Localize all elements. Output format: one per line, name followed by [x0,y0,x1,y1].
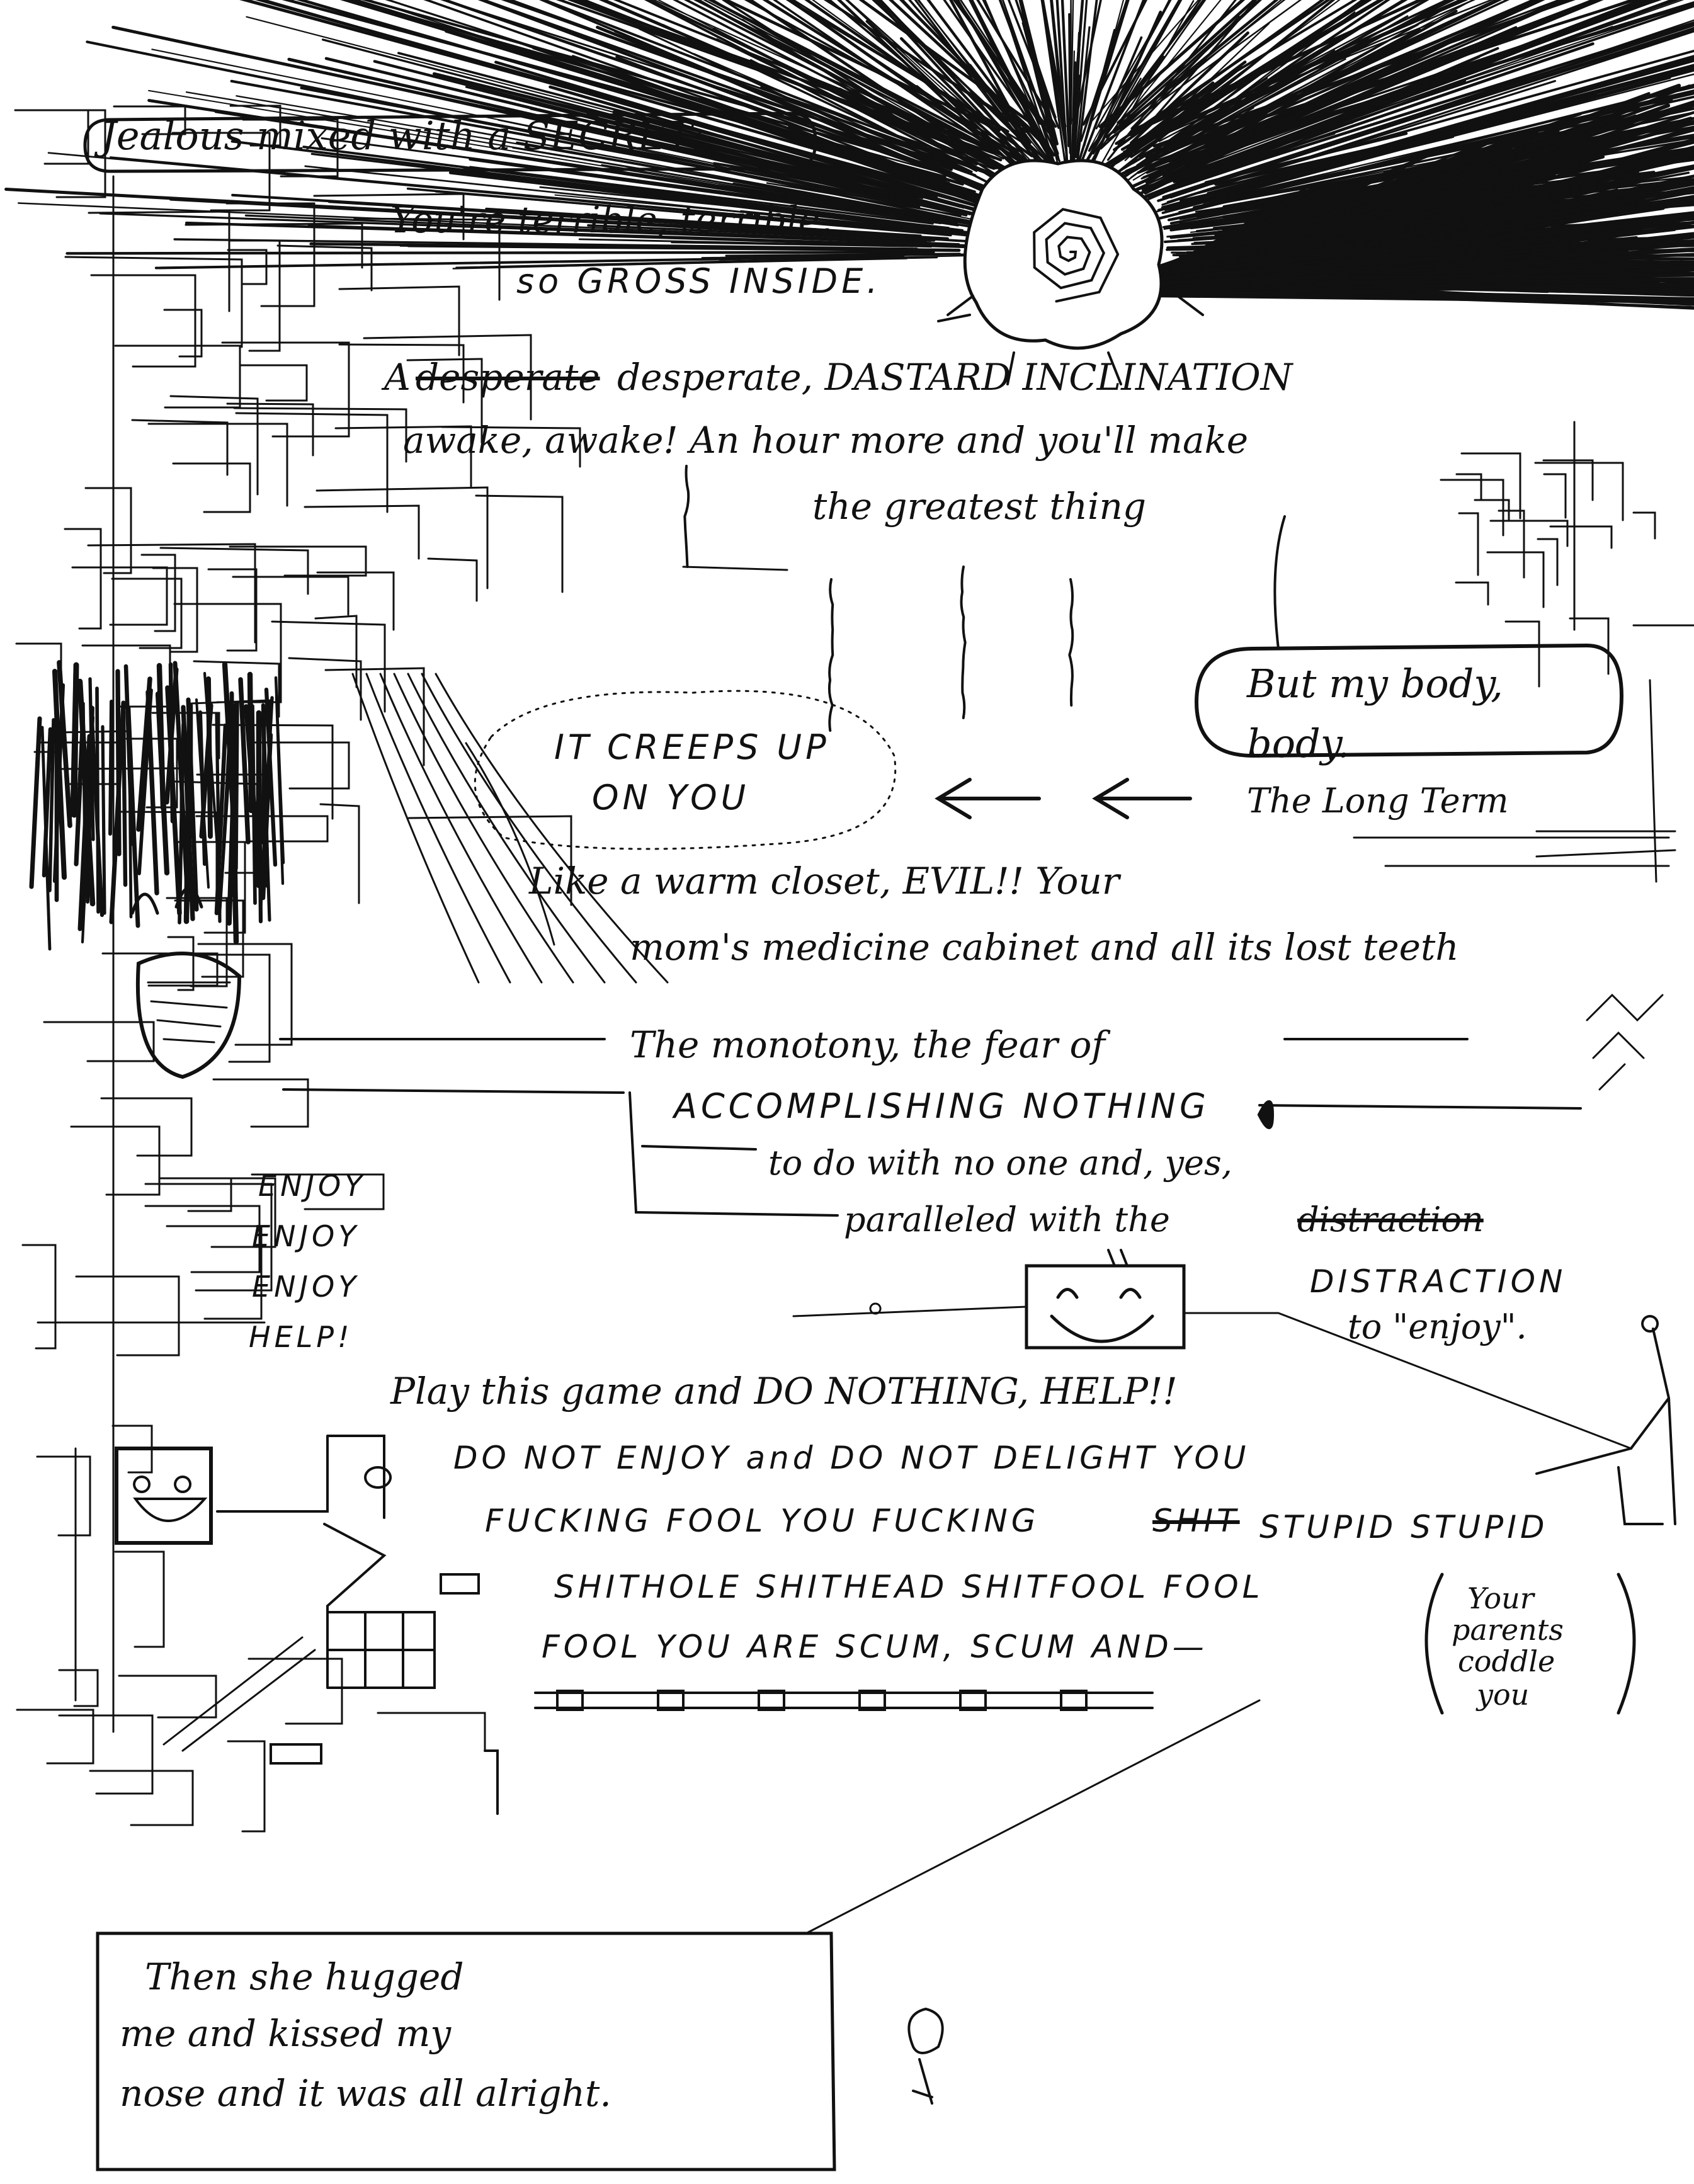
line-greatest: the greatest thing [812,485,1147,528]
line-distraction: DISTRACTION [1310,1263,1567,1300]
line-gross: so GROSS INSIDE. [516,261,882,301]
line-paralleled: paralleled with the [844,1200,1170,1239]
line-scum: FOOL YOU ARE SCUM, SCUM AND— [542,1629,1208,1665]
line-desperate: desperate, DASTARD INCLINATION [617,356,1293,399]
arrows-long-term [935,778,1192,819]
wavy-vertical-lines [682,465,1074,732]
line-distraction-struck: distraction [1297,1200,1484,1239]
body-bubble [1194,515,1624,758]
small-smiley-box [115,1447,213,1545]
stick-figure [1535,1315,1676,1525]
line-play: Play this game and DO NOTHING, HELP!! [390,1370,1178,1413]
circuit-doodle [162,1435,499,1815]
line-fool-a: FUCKING FOOL YOU FUCKING [485,1503,1040,1539]
line-closet: Like a warm closet, EVIL!! Your [529,860,1120,902]
line-no-one: to do with no one and, yes, [768,1143,1232,1183]
line-awake: awake, awake! An hour more and you'll ma… [403,419,1249,462]
creeps-line2: ON YOU [592,778,750,817]
tv-smiley [792,1249,1632,1450]
top-scribble-burst [4,0,1694,310]
line-desperate-a: A [384,356,411,399]
body-bubble-line1: But my body, [1247,661,1503,707]
parents-line1: Your [1467,1581,1534,1615]
line-accomplishing: ACCOMPLISHING NOTHING [674,1086,1210,1126]
line-medicine: mom's medicine cabinet and all its lost … [630,926,1459,969]
enjoy-1: ENJOY [258,1169,367,1203]
line-do-not: DO NOT ENJOY and DO NOT DELIGHT YOU [453,1440,1250,1476]
long-term-label: The Long Term [1247,781,1509,821]
body-bubble-line2: body. [1247,720,1350,766]
line-terrible: You're terrible, terrible, [390,198,832,241]
line-monotony: The monotony, the fear of [630,1023,1105,1066]
spiral-eye [937,159,1217,385]
box-strip [534,1690,1154,1711]
parents-line2: parents [1452,1613,1564,1647]
left-spiky-face [29,660,285,1079]
help-label: HELP! [249,1320,353,1354]
ending-line1: Then she hugged [145,1955,464,1998]
parents-bracket [1424,1573,1636,1715]
right-grid-structure [1440,421,1694,1091]
parents-line4: you [1477,1678,1530,1712]
ending-line3: nose and it was all alright. [120,2072,611,2115]
line-to-enjoy: to "enjoy". [1348,1307,1527,1346]
line-fool-b: STUPID STUPID [1259,1509,1549,1545]
creeps-line1: IT CREEPS UP [554,727,830,767]
title-bubble [83,111,817,173]
title-bubble-text: Jealous mixed with a SECRET: [101,113,705,159]
line-fool-struck: SHIT [1152,1503,1240,1539]
ending-line2: me and kissed my [120,2012,452,2055]
creeps-cloud [474,690,897,850]
line-desperate-struck: desperate [416,356,600,399]
ending-box [96,1699,1261,2171]
line-shithole: SHITHOLE SHITHEAD SHITFOOL FOOL [554,1569,1264,1605]
parents-line3: coddle [1458,1644,1555,1678]
perspective-lines [351,673,669,984]
horizontal-rules [279,836,1670,1217]
enjoy-2: ENJOY [252,1219,360,1253]
enjoy-3: ENJOY [252,1270,360,1304]
